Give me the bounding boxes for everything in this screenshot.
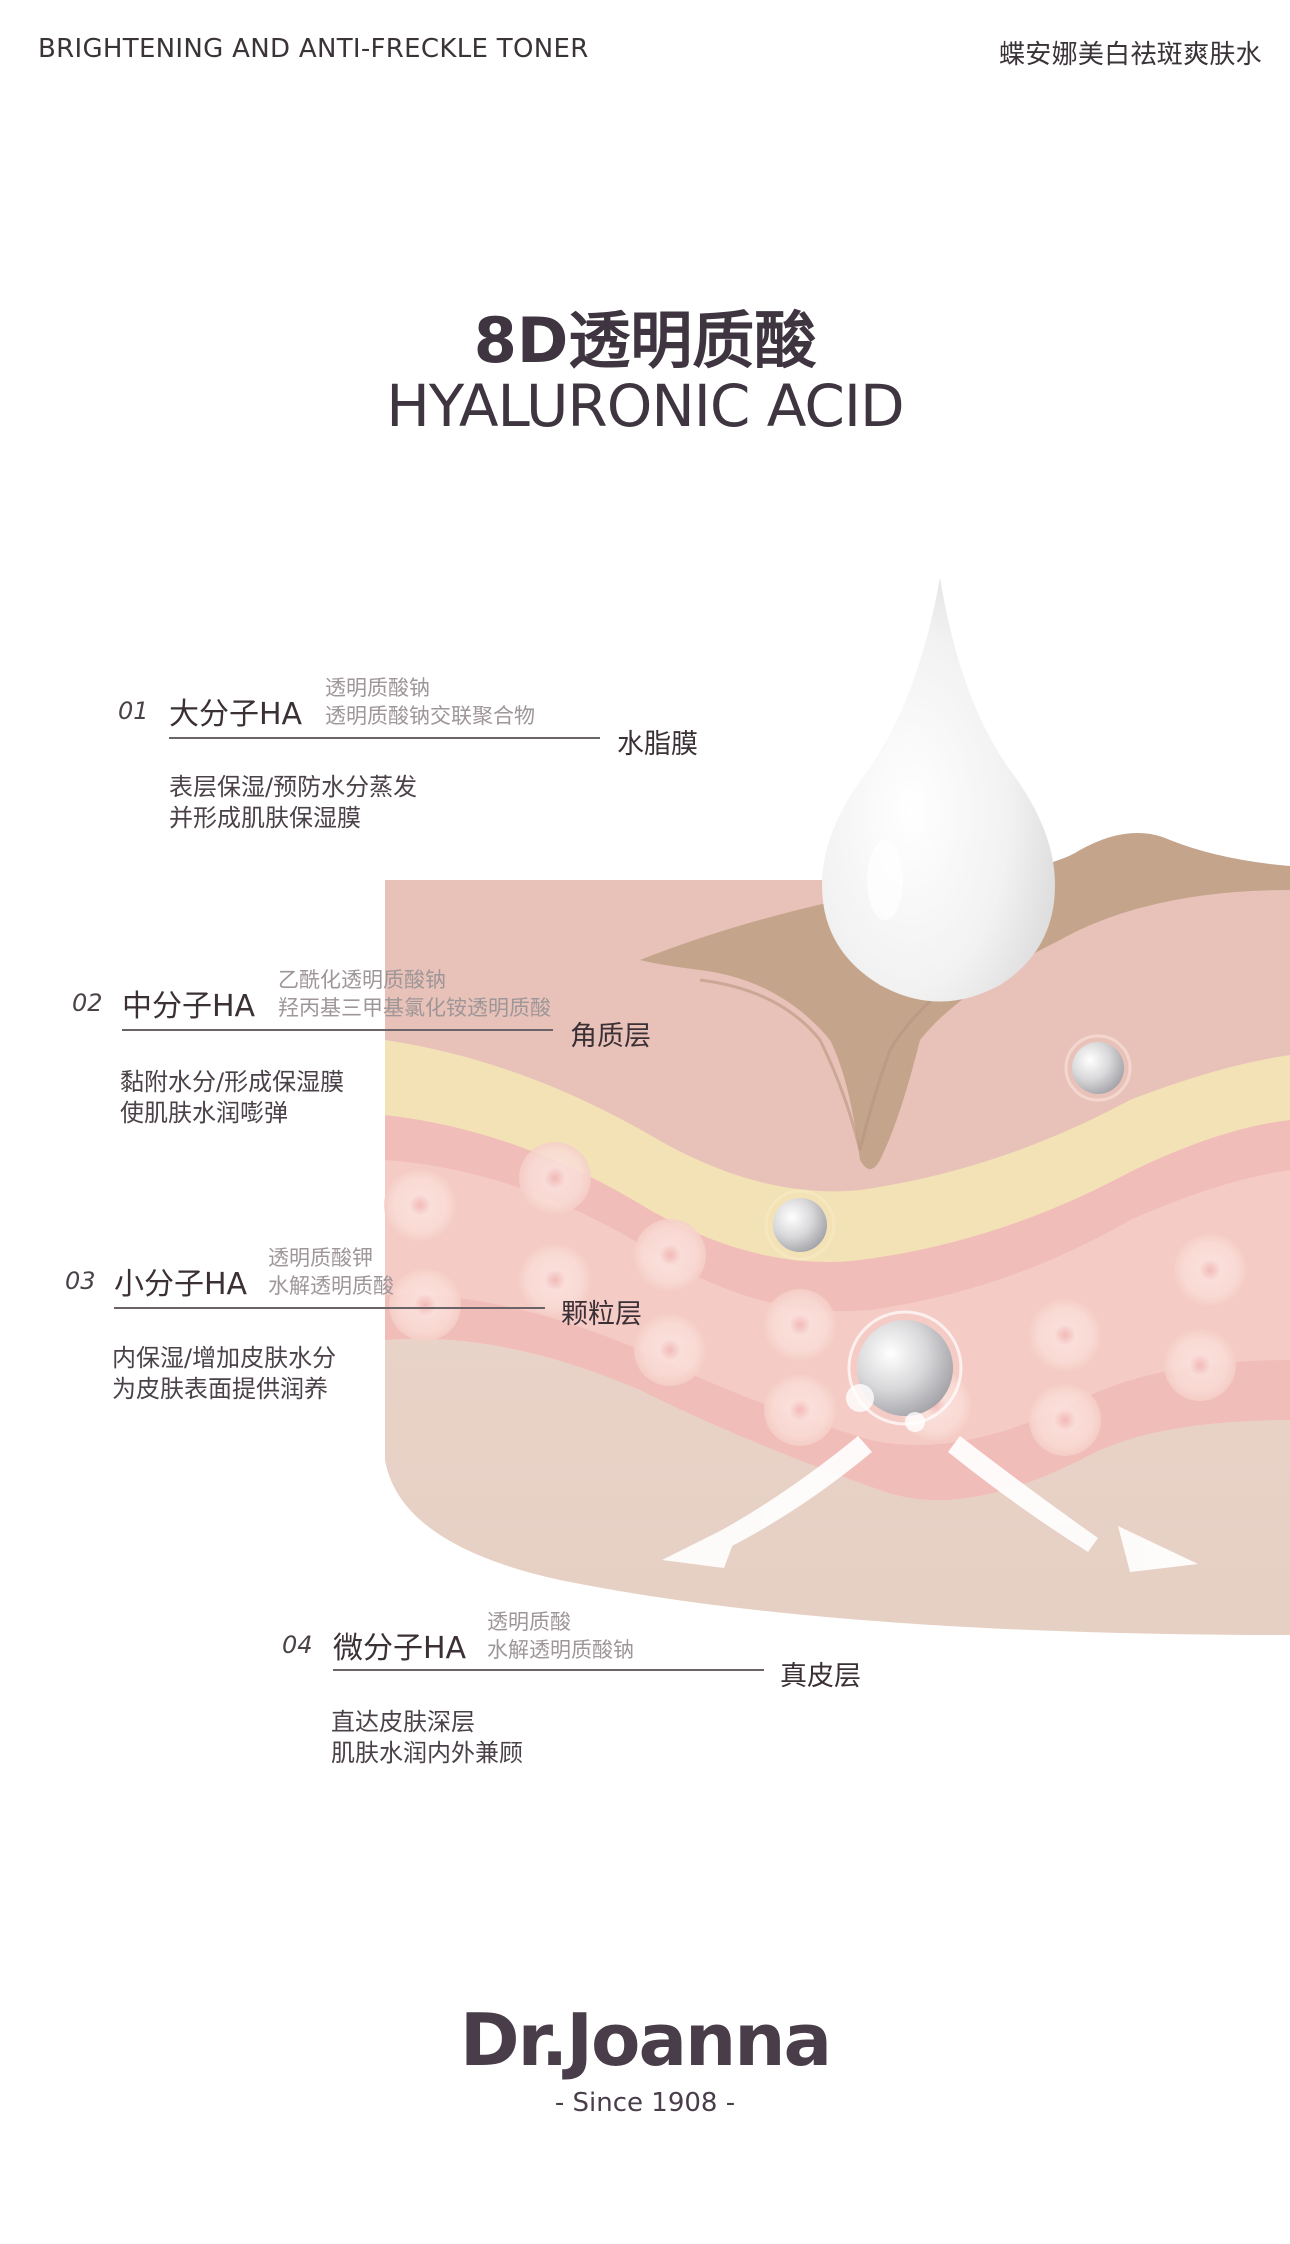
item-number: 03: [65, 1267, 96, 1295]
item-ingredient: 透明质酸钾: [268, 1246, 373, 1270]
ha-molecule-icon: [764, 1189, 836, 1261]
item-ingredient: 水解透明质酸钠: [487, 1638, 634, 1662]
item-description: 内保湿/增加皮肤水分: [112, 1344, 337, 1372]
header-product-name-en: BRIGHTENING AND ANTI-FRECKLE TONER: [38, 34, 589, 64]
divider-line: [114, 1307, 545, 1309]
divider-line: [122, 1029, 553, 1031]
item-ingredient: 透明质酸: [487, 1610, 571, 1634]
water-droplet-icon: [822, 578, 1055, 1002]
item-ingredient: 透明质酸钠交联聚合物: [325, 704, 535, 728]
item-name: 微分子HA: [333, 1631, 467, 1666]
item-description: 使肌肤水润嘭弹: [120, 1099, 288, 1127]
item-description: 并形成肌肤保湿膜: [169, 804, 361, 832]
brand-since: - Since 1908 -: [554, 2088, 736, 2118]
divider-line: [333, 1669, 764, 1671]
item-name: 小分子HA: [114, 1267, 248, 1302]
item-number: 02: [72, 989, 103, 1017]
diffusion-arrow-icon: [662, 1436, 872, 1568]
item-description: 肌肤水润内外兼顾: [331, 1739, 523, 1767]
ha-molecule-icon: [846, 1310, 963, 1432]
water-lipid-film: [640, 832, 1290, 1169]
item-ingredient: 羟丙基三甲基氯化铵透明质酸: [278, 996, 551, 1020]
page-title-en: HYALURONIC ACID: [386, 372, 904, 440]
diffusion-arrow-icon: [948, 1436, 1198, 1572]
item-description: 黏附水分/形成保湿膜: [120, 1068, 345, 1096]
layer-label: 水脂膜: [617, 729, 698, 760]
divider-line: [169, 737, 600, 739]
header-product-name-cn: 蝶安娜美白祛斑爽肤水: [998, 40, 1262, 70]
item-description: 表层保湿/预防水分蒸发: [169, 773, 418, 801]
layer-label: 角质层: [570, 1021, 651, 1052]
page-title-cn: 8D透明质酸: [473, 304, 817, 377]
item-ingredient: 乙酰化透明质酸钠: [278, 968, 446, 992]
item-number: 04: [282, 1631, 313, 1659]
layer-label: 颗粒层: [561, 1299, 642, 1330]
item-description: 直达皮肤深层: [331, 1708, 475, 1736]
item-ingredient: 水解透明质酸: [268, 1274, 394, 1298]
item-number: 01: [118, 697, 149, 725]
layer-label: 真皮层: [780, 1661, 861, 1692]
ha-molecule-icon: [1064, 1034, 1132, 1102]
item-description: 为皮肤表面提供润养: [112, 1375, 328, 1403]
brand-logo: Dr.Joanna: [459, 1998, 832, 2082]
item-name: 中分子HA: [122, 989, 256, 1024]
skin-layers-illustration: [384, 578, 1290, 1635]
item-ingredient: 透明质酸钠: [325, 676, 430, 700]
item-name: 大分子HA: [169, 697, 303, 732]
